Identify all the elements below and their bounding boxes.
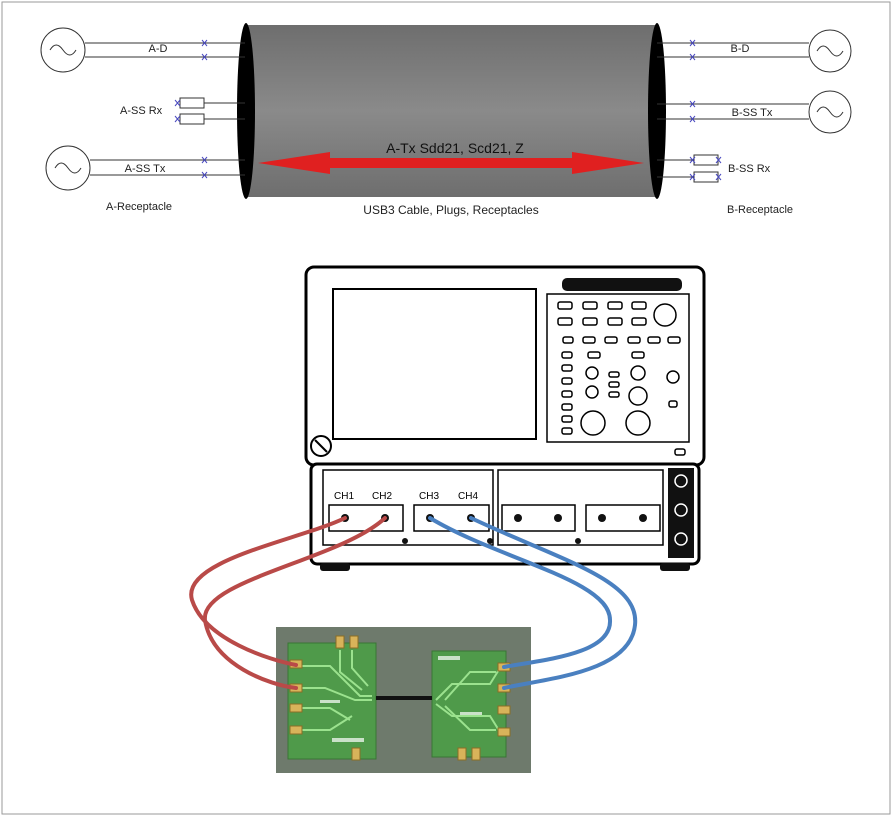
cable-body — [245, 25, 657, 197]
ch3-label: CH3 — [419, 491, 439, 502]
ch2-label: CH2 — [372, 491, 392, 502]
fixture-board-right — [431, 650, 507, 758]
ch4-label: CH4 — [458, 491, 478, 502]
scope-aux-bay — [497, 469, 664, 546]
red-cable-ch2 — [202, 516, 387, 690]
a-d-label: A-D — [149, 43, 168, 55]
cable-caption: USB3 Cable, Plugs, Receptacles — [363, 203, 538, 217]
b-d-source-icon — [808, 29, 852, 73]
b-ss-tx-source-icon — [808, 90, 852, 134]
blue-cable-ch4 — [469, 516, 638, 690]
a-ss-tx-line — [45, 145, 245, 191]
scope-buttons — [557, 301, 686, 456]
red-cable-ch1 — [189, 516, 347, 667]
a-d-line — [40, 27, 245, 73]
a-d-source-icon — [40, 27, 86, 73]
b-d-line — [657, 29, 852, 73]
a-ss-tx-source-icon — [45, 145, 91, 191]
scope-foot-left — [320, 563, 350, 571]
a-ss-tx-label: A-SS Tx — [125, 163, 166, 175]
double-arrow — [258, 152, 644, 174]
cable-diagram: A-Tx Sdd21, Scd21, Z USB3 Cable, Plugs, … — [40, 23, 852, 217]
scope-side-connectors — [674, 474, 688, 546]
aux-module-1 — [501, 504, 576, 532]
a-receptacle-label: A-Receptacle — [106, 201, 172, 213]
a-ss-rx-line — [179, 97, 245, 125]
channel-labels: CH1 CH2 CH3 CH4 — [334, 491, 478, 502]
scope-foot-right — [660, 563, 690, 571]
oscilloscope — [304, 265, 706, 571]
b-ss-tx-label: B-SS Tx — [732, 107, 773, 119]
scope-top-bar — [562, 278, 682, 291]
ch1-label: CH1 — [334, 491, 354, 502]
scope-control-panel — [546, 293, 690, 443]
scope-screen — [332, 288, 537, 440]
b-receptacle-label: B-Receptacle — [727, 204, 793, 216]
cable-right-end — [648, 23, 666, 199]
aux-module-2 — [585, 504, 661, 532]
test-cables — [189, 516, 638, 690]
junction-markers — [174, 39, 722, 181]
a-ss-rx-label: A-SS Rx — [120, 105, 163, 117]
scope-channel-bay — [322, 469, 494, 546]
arrow-label: A-Tx Sdd21, Scd21, Z — [386, 140, 524, 156]
scope-lower-housing — [309, 462, 701, 566]
b-d-label: B-D — [731, 43, 750, 55]
test-fixture-photo — [276, 627, 531, 773]
fixture-usb-cable — [376, 696, 432, 700]
b-ss-rx-label: B-SS Rx — [728, 163, 771, 175]
scope-knob-icon — [310, 435, 332, 457]
cable-left-end — [237, 23, 255, 199]
blue-cable-ch3 — [428, 516, 613, 669]
b-ss-tx-line — [657, 90, 852, 134]
